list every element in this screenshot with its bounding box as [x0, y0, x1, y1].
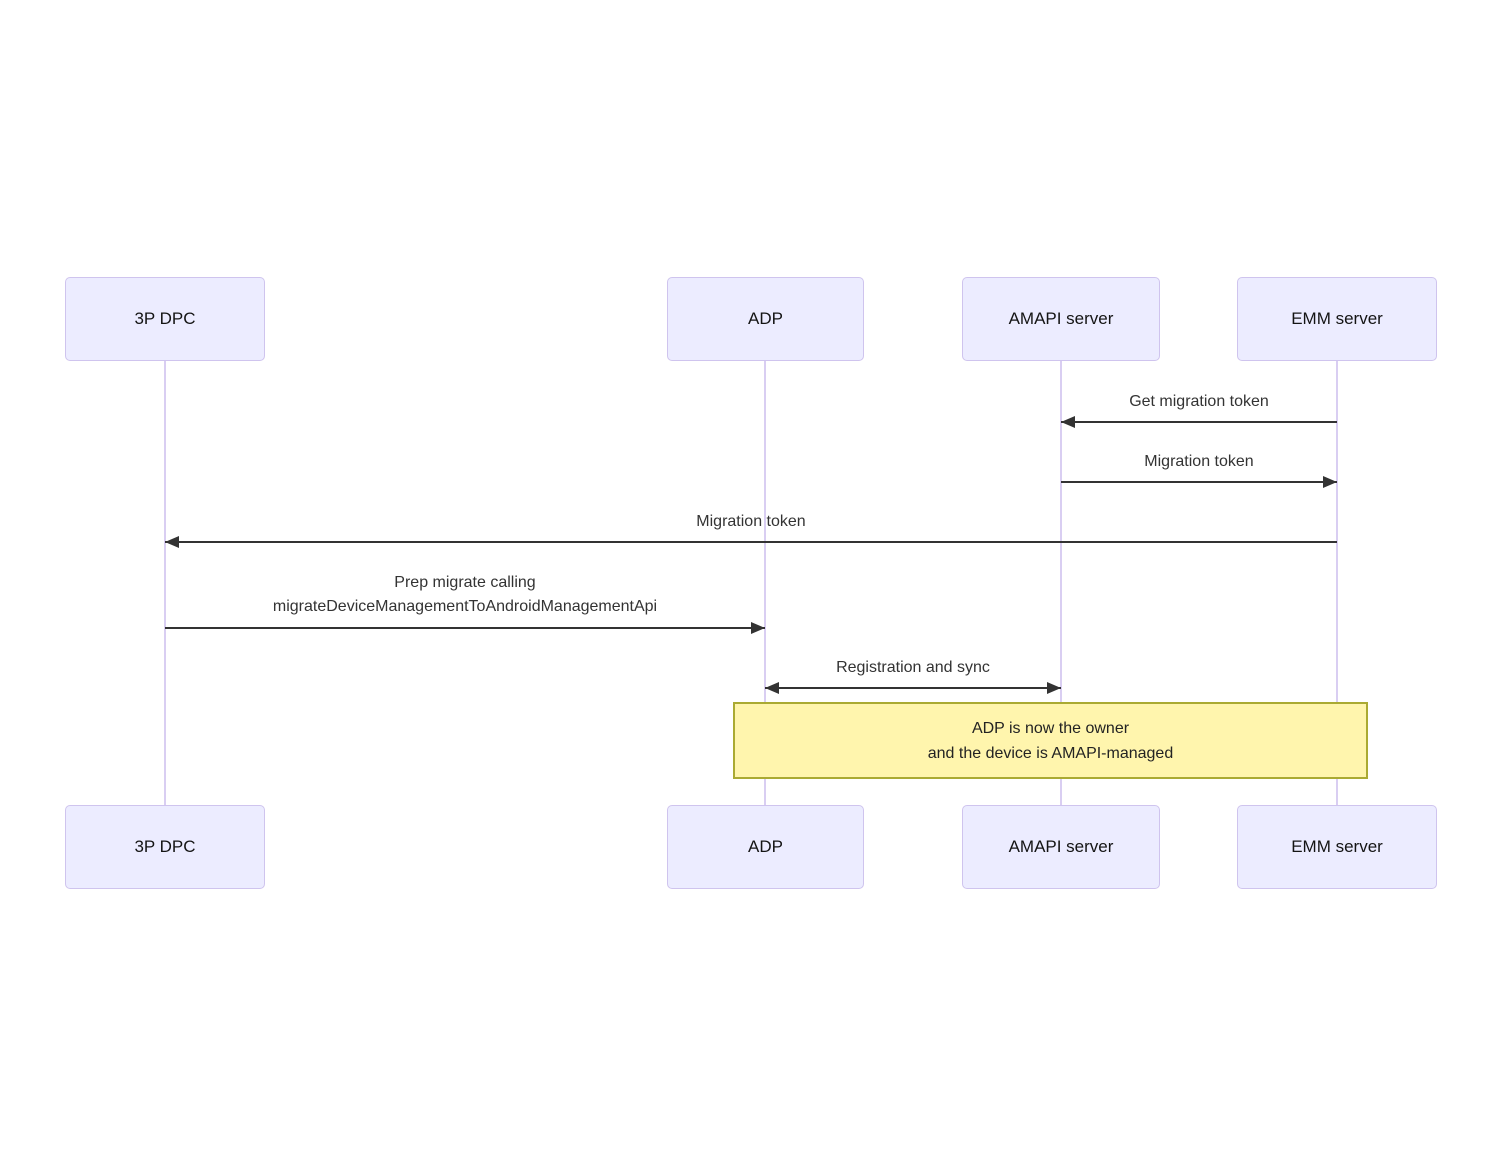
message-label-line: migrateDeviceManagementToAndroidManageme… — [272, 598, 658, 615]
arrowhead-left-icon — [1061, 416, 1075, 428]
note-over-adp-emm: ADP is now the owner and the device is A… — [733, 702, 1368, 779]
actor-label: EMM server — [1291, 309, 1383, 328]
message-line-prep-migrate — [165, 627, 765, 629]
message-line-registration-and-sync — [765, 687, 1061, 689]
actor-label: ADP — [748, 309, 783, 328]
actor-label: 3P DPC — [134, 837, 196, 856]
actor-3p-dpc-top: 3P DPC — [65, 277, 265, 361]
actor-3p-dpc-bottom: 3P DPC — [65, 805, 265, 889]
lifeline-3p-dpc — [164, 361, 166, 806]
arrowhead-right-icon — [1047, 682, 1061, 694]
message-label-migration-token-to-dpc: Migration token — [696, 513, 806, 530]
actor-label: AMAPI server — [1008, 837, 1114, 856]
actor-amapi-server-top: AMAPI server — [962, 277, 1160, 361]
actor-adp-top: ADP — [667, 277, 864, 361]
arrowhead-left-icon — [765, 682, 779, 694]
arrowhead-left-icon — [165, 536, 179, 548]
message-label-get-migration-token: Get migration token — [1129, 393, 1269, 410]
note-line: ADP is now the owner — [971, 720, 1130, 737]
lifeline-emm-server — [1336, 361, 1338, 806]
arrowhead-right-icon — [751, 622, 765, 634]
actor-label: AMAPI server — [1008, 309, 1114, 328]
actor-adp-bottom: ADP — [667, 805, 864, 889]
actor-label: EMM server — [1291, 837, 1383, 856]
lifeline-amapi-server — [1060, 361, 1062, 806]
actor-amapi-server-bottom: AMAPI server — [962, 805, 1160, 889]
message-label-line: Prep migrate calling — [394, 574, 536, 591]
note-line: and the device is AMAPI-managed — [927, 745, 1174, 762]
actor-emm-server-bottom: EMM server — [1237, 805, 1437, 889]
actor-label: ADP — [748, 837, 783, 856]
lifeline-adp — [764, 361, 766, 806]
message-line-get-migration-token — [1061, 421, 1337, 423]
message-label-migration-token-to-emm: Migration token — [1144, 453, 1254, 470]
message-line-migration-token-to-dpc — [165, 541, 1337, 543]
actor-emm-server-top: EMM server — [1237, 277, 1437, 361]
message-label-registration-and-sync: Registration and sync — [836, 659, 990, 676]
message-line-migration-token-to-emm — [1061, 481, 1337, 483]
arrowhead-right-icon — [1323, 476, 1337, 488]
actor-label: 3P DPC — [134, 309, 196, 328]
message-label-prep-migrate: Prep migrate calling migrateDeviceManage… — [165, 571, 765, 619]
